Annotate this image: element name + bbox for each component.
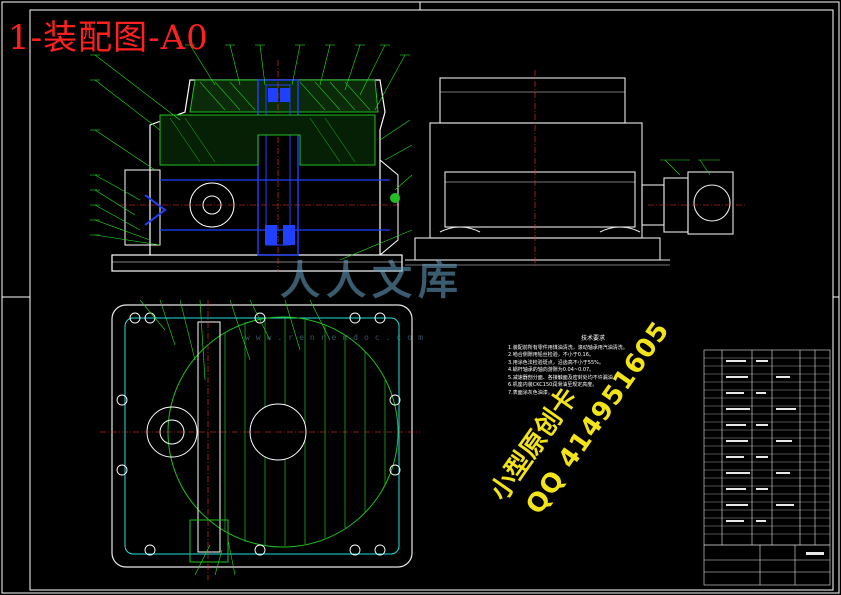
- plan-view: [100, 299, 420, 580]
- tech-note-5: 5.减速器剖分面、各接触面及密封处均不许漏油。: [508, 374, 618, 381]
- site-url-watermark: www.renrendoc.com: [245, 333, 429, 342]
- tech-note-1: 1.装配前所有零件用煤油清洗，滚动轴承用汽油清洗。: [508, 344, 628, 351]
- inner-frame: [29, 9, 834, 591]
- technical-requirements: 技术要求 1.装配前所有零件用煤油清洗，滚动轴承用汽油清洗。 2.啮合侧隙用铅丝…: [508, 335, 678, 397]
- tech-note-4: 4.蜗杆轴承的轴向游隙为0.04~0.07。: [508, 367, 595, 373]
- tech-note-6: 6.机座内装CKC150润滑油至规定高度。: [508, 382, 598, 388]
- tech-note-7: 7.表面涂灰色油漆。: [508, 389, 553, 396]
- tech-note-2: 2.啮合侧隙用铅丝检验，不小于0.16。: [508, 352, 594, 358]
- tech-note-3: 3.用涂色法检验斑点，沿齿高不小于55%。: [508, 359, 604, 366]
- site-logo-watermark: 人人文库: [280, 257, 464, 304]
- front-section-view: [90, 44, 413, 272]
- parts-list-table: [703, 349, 831, 586]
- side-view: [405, 70, 745, 268]
- drawing-title: 1-装配图-A0: [8, 18, 209, 58]
- tech-notes-heading: 技术要求: [580, 335, 605, 342]
